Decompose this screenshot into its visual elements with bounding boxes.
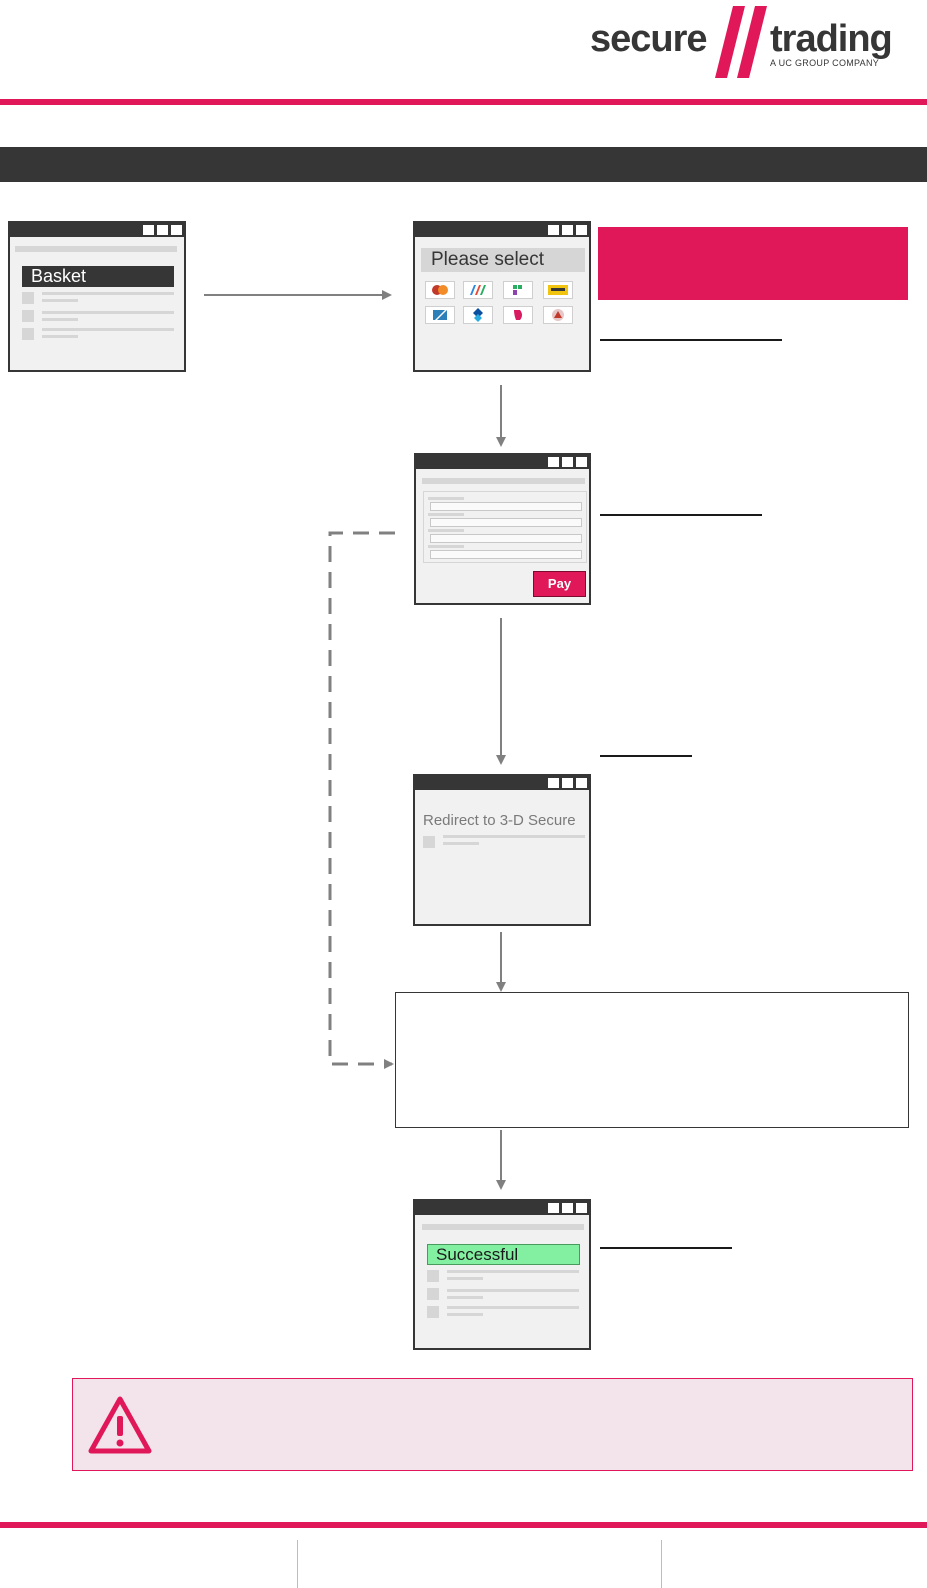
mastercard-icon[interactable] [425, 281, 455, 299]
step-heading-underline [600, 755, 692, 757]
card-form [423, 491, 587, 563]
form-field[interactable] [430, 550, 582, 559]
basket-title: Basket [22, 266, 174, 287]
form-field[interactable] [430, 502, 582, 511]
green-blocks-icon[interactable] [503, 281, 533, 299]
logo-tagline: A UC GROUP COMPANY [770, 58, 880, 68]
logo-slash-icon [715, 6, 767, 78]
window-titlebar [415, 776, 589, 790]
multicolor-stripes-icon[interactable] [463, 281, 493, 299]
basket-window: Basket [8, 221, 186, 372]
payment-select-window: Please select [413, 221, 591, 372]
pay-button[interactable]: Pay [533, 571, 586, 597]
red-triangle-icon[interactable] [543, 306, 573, 324]
success-window: Successful [413, 1199, 591, 1350]
window-titlebar [10, 223, 184, 237]
warning-triangle-icon [88, 1396, 152, 1454]
please-select-title: Please select [421, 248, 585, 272]
redirect-window: Redirect to 3-D Secure [413, 774, 591, 926]
logo-word-trading: trading [770, 18, 893, 60]
step-heading-underline [600, 1247, 732, 1249]
step-heading-underline [600, 339, 782, 341]
logo-word-secure: secure [590, 18, 708, 60]
window-titlebar [416, 455, 589, 469]
window-titlebar [415, 1201, 589, 1215]
blue-card-icon[interactable] [425, 306, 455, 324]
section-title-band [0, 147, 927, 182]
red-shield-icon[interactable] [503, 306, 533, 324]
payment-processing-box [395, 992, 909, 1128]
footer-column-separator [297, 1540, 298, 1588]
secure-trading-logo: secure trading A UC GROUP COMPANY [590, 4, 920, 80]
payment-details-window: Pay [414, 453, 591, 605]
dashed-bypass-arrow [328, 531, 395, 1069]
yellow-card-icon[interactable] [543, 281, 573, 299]
warning-box [72, 1378, 913, 1471]
step-heading-underline [600, 514, 762, 516]
blue-diamond-icon[interactable] [463, 306, 493, 324]
successful-title: Successful [427, 1244, 580, 1265]
footer-divider [0, 1522, 927, 1528]
form-field[interactable] [430, 534, 582, 543]
header-divider [0, 99, 927, 105]
redirect-title: Redirect to 3-D Secure [423, 812, 576, 829]
form-field[interactable] [430, 518, 582, 527]
window-titlebar [415, 223, 589, 237]
footer-column-separator [661, 1540, 662, 1588]
callout-pink-box [598, 227, 908, 300]
